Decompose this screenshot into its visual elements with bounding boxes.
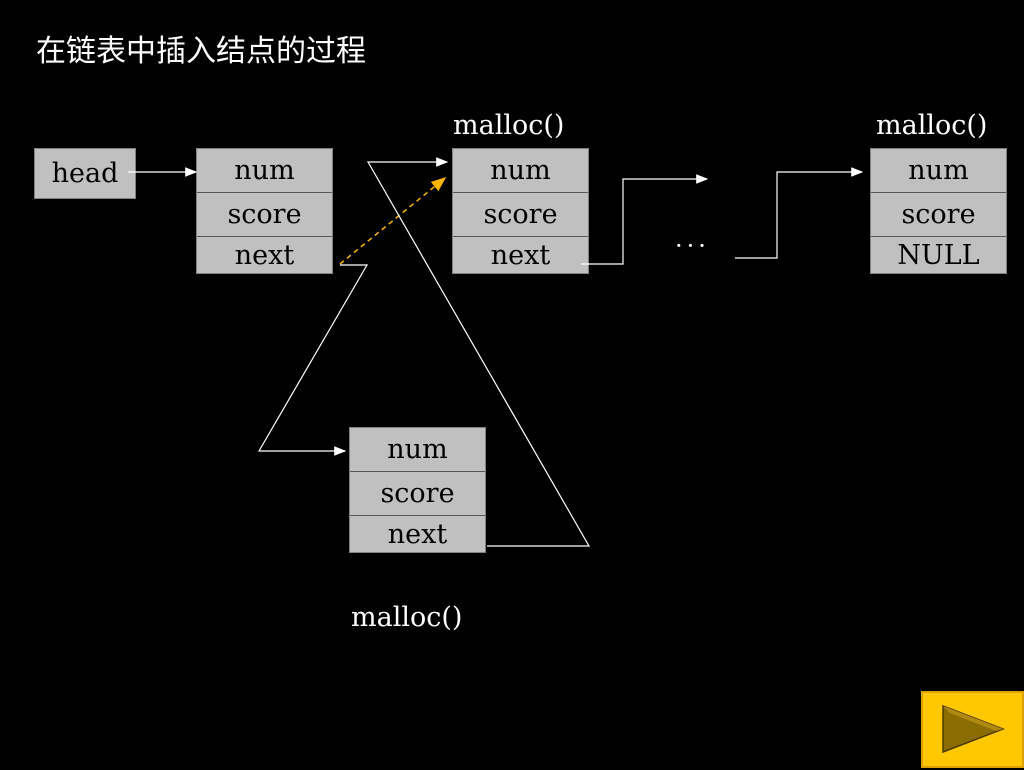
num-field: num (871, 149, 1006, 193)
new-node-to-node2-link (366, 157, 591, 547)
score-field: score (871, 193, 1006, 237)
num-field: num (453, 149, 588, 193)
node1-to-new-node-link (257, 264, 369, 456)
next-field: next (490, 239, 551, 271)
num-field: num (350, 428, 485, 472)
next-slide-button[interactable] (921, 691, 1024, 768)
malloc-label-last-node: malloc() (876, 110, 988, 141)
list-node-last: num score NULL (870, 148, 1007, 274)
list-node-2: num score next (452, 148, 589, 274)
list-node-1: num score next (196, 148, 333, 274)
new-node: num score next (349, 427, 486, 553)
next-field: next (234, 239, 295, 271)
score-field: score (350, 472, 485, 516)
ellipsis: ··· (675, 232, 710, 260)
score-field: score (453, 193, 588, 237)
node2-next-arrow (581, 174, 709, 265)
num-field: num (197, 149, 332, 193)
old-link-dashed-arrow (339, 177, 447, 265)
next-field: next (387, 518, 448, 550)
malloc-label-new-node: malloc() (351, 602, 463, 633)
head-pointer: head (34, 148, 136, 199)
malloc-label-node2: malloc() (453, 110, 565, 141)
slide-title: 在链表中插入结点的过程 (36, 34, 366, 69)
play-triangle-icon (942, 704, 1006, 754)
null-field: NULL (897, 239, 980, 271)
ellipsis-to-last-arrow (735, 167, 864, 259)
score-field: score (197, 193, 332, 237)
